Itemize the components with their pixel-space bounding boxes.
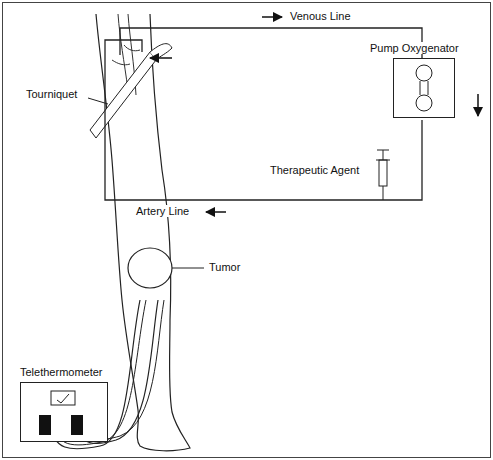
line-label: Venous Line [288, 10, 353, 22]
flow-arrow [150, 57, 172, 59]
leader-line [172, 268, 204, 269]
pump-oxygenator: Pump Oxygenator [368, 42, 461, 118]
artery-line [105, 40, 422, 200]
tourniquet-band [90, 52, 156, 138]
telethermometer: Telethermometer [18, 366, 108, 442]
device-icon [394, 59, 454, 117]
flow-arrow [262, 16, 282, 18]
frame [3, 3, 491, 458]
tumor-mass [128, 248, 172, 288]
flow-arrow [206, 211, 226, 213]
device-housing [20, 382, 108, 442]
part-label: Therapeutic Agent [268, 164, 361, 176]
syringe-symbol [376, 150, 390, 200]
part-label: Tourniquet [24, 88, 79, 100]
flow-arrow [477, 94, 479, 116]
device-label: Pump Oxygenator [368, 42, 461, 54]
device-label: Telethermometer [18, 366, 105, 378]
line-label: Artery Line [134, 205, 191, 217]
leg-outline [96, 14, 190, 451]
part-label: Tumor [207, 261, 242, 273]
device-icon [21, 383, 107, 441]
device-housing [393, 58, 455, 118]
tourniquet-knot [150, 44, 172, 60]
